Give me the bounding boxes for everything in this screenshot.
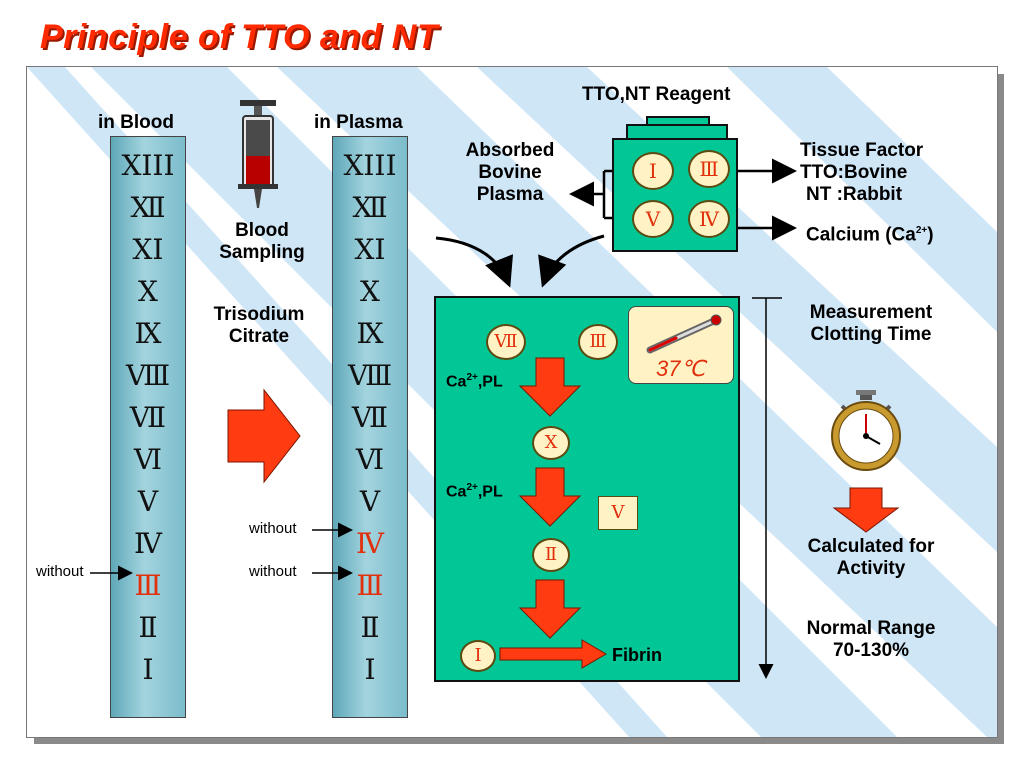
blood-factor-missing: Ⅲ [134,569,162,602]
blood-factor: Ⅳ [134,527,162,560]
plasma-factor-column: XIII Ⅻ XI X Ⅸ Ⅷ Ⅶ Ⅵ Ⅴ Ⅳ Ⅲ Ⅱ Ⅰ [332,136,408,718]
blood-factor: Ⅷ [125,359,171,392]
without-label: without [249,563,297,580]
cascade-factor-VII: Ⅶ [486,324,526,360]
reagent-factor-V: Ⅴ [632,200,674,238]
syringe-icon [238,100,278,208]
cascade-factor-III: Ⅲ [578,324,618,360]
stopwatch-icon [831,390,901,471]
plasma-factor: Ⅷ [347,359,393,392]
without-label: without [36,563,84,580]
cascade-factor-X: Ⅹ [532,426,570,460]
plasma-column-label: in Plasma [314,112,403,133]
blood-factor: Ⅱ [138,611,158,644]
thermometer-icon [646,314,722,354]
blood-factor: XI [132,233,164,266]
tissue-factor-label: Tissue Factor TTO:Bovine NT :Rabbit [800,140,924,205]
plasma-factor: Ⅶ [351,401,389,434]
plasma-factor: Ⅸ [356,317,384,350]
plasma-factor: Ⅰ [364,653,376,686]
blood-factor: Ⅵ [133,443,163,476]
reagent-factor-III: Ⅲ [688,150,730,188]
temperature-value: 37℃ [656,356,706,381]
plasma-factor-missing: Ⅲ [356,569,384,602]
page-title: Principle of TTO and NT [40,18,439,56]
blood-factor: XIII [121,149,175,182]
cascade-arrows [499,357,607,669]
ca-pl-label: Ca2+,PL [446,372,503,391]
blood-factor: Ⅶ [129,401,167,434]
plasma-factor: Ⅻ [352,191,388,224]
fibrin-label: Fibrin [612,645,662,665]
cascade-factor-I: Ⅰ [460,640,496,672]
blood-factor: X [138,275,158,308]
cascade-factor-II: Ⅱ [532,538,570,572]
plasma-factor: Ⅱ [360,611,380,644]
plasma-factor: XIII [343,149,397,182]
without-label: without [249,520,297,537]
cascade-factor-V: V [598,496,638,530]
reagent-factor-IV: Ⅳ [688,200,730,238]
reagent-title: TTO,NT Reagent [582,84,731,105]
blood-factor: Ⅰ [142,653,154,686]
blood-column-label: in Blood [98,112,174,133]
calcium-label: Calcium (Ca2+) [806,224,934,246]
plasma-factor: Ⅵ [355,443,385,476]
ca-pl-label: Ca2+,PL [446,482,503,501]
blood-factor-column: XIII Ⅻ XI X Ⅸ Ⅷ Ⅶ Ⅵ Ⅴ Ⅳ Ⅲ Ⅱ Ⅰ [110,136,186,718]
blood-factor: Ⅴ [137,485,159,518]
plasma-factor: XI [354,233,386,266]
plasma-factor: X [360,275,380,308]
blood-factor: Ⅸ [134,317,162,350]
plasma-factor-missing: Ⅳ [356,527,384,560]
plasma-factor: Ⅴ [359,485,381,518]
blood-factor: Ⅻ [130,191,166,224]
reagent-factor-I: Ⅰ [632,152,674,190]
